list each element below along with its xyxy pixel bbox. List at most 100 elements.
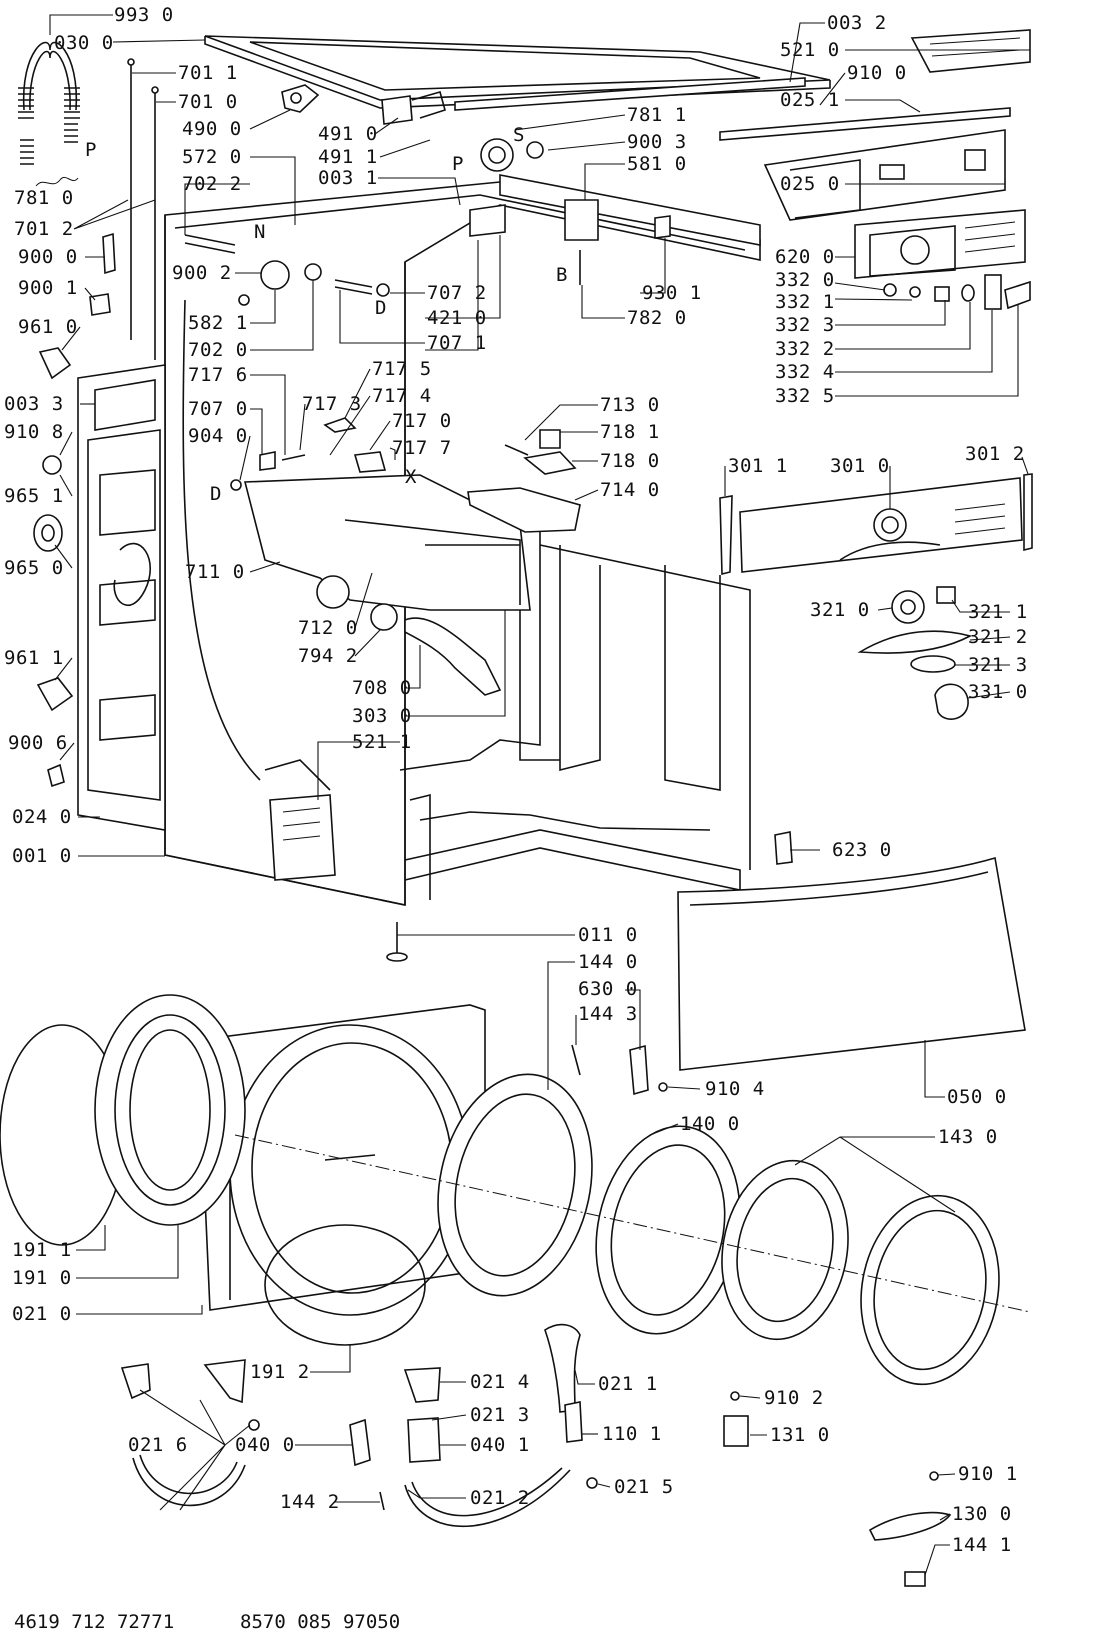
callout-491-0: 491 0 bbox=[318, 123, 378, 145]
callout-025-0: 025 0 bbox=[780, 173, 840, 195]
callout-144-0: 144 0 bbox=[578, 951, 638, 973]
callout-131-0: 131 0 bbox=[770, 1424, 830, 1446]
letter-n: N bbox=[254, 221, 266, 243]
callout-001-0: 001 0 bbox=[12, 845, 72, 867]
callout-301-0: 301 0 bbox=[830, 455, 890, 477]
callout-620-0: 620 0 bbox=[775, 246, 835, 268]
callout-332-4: 332 4 bbox=[775, 361, 835, 383]
callout-961-0: 961 0 bbox=[18, 316, 78, 338]
callout-321-0: 321 0 bbox=[810, 599, 870, 621]
callout-421-0: 421 0 bbox=[427, 307, 487, 329]
callout-021-1: 021 1 bbox=[598, 1373, 658, 1395]
callout-332-2: 332 2 bbox=[775, 338, 835, 360]
callout-011-0: 011 0 bbox=[578, 924, 638, 946]
letter-d-upper: D bbox=[375, 297, 387, 319]
callout-582-1: 582 1 bbox=[188, 312, 248, 334]
callout-717-3: 717 3 bbox=[302, 393, 362, 415]
callout-717-7: 717 7 bbox=[392, 437, 452, 459]
drawer-drawing bbox=[467, 487, 581, 533]
callout-713-0: 713 0 bbox=[600, 394, 660, 416]
callout-714-0: 714 0 bbox=[600, 479, 660, 501]
letter-b: B bbox=[556, 264, 568, 286]
door-seal-drawing bbox=[0, 994, 246, 1246]
callout-021-3: 021 3 bbox=[470, 1404, 530, 1426]
clip-drawing bbox=[654, 215, 671, 239]
electronic-module-drawing bbox=[910, 29, 1031, 73]
callout-321-1: 321 1 bbox=[968, 601, 1028, 623]
hose-drawing bbox=[184, 234, 390, 306]
seal-spring-drawing bbox=[324, 1154, 376, 1161]
callout-332-3: 332 3 bbox=[775, 314, 835, 336]
callout-781-0: 781 0 bbox=[14, 187, 74, 209]
connection-letters: P S P N D B X D bbox=[85, 124, 568, 505]
callout-965-1: 965 1 bbox=[4, 485, 64, 507]
rear-panel-drawing bbox=[77, 364, 166, 831]
callout-904-0: 904 0 bbox=[188, 425, 248, 447]
callout-708-0: 708 0 bbox=[352, 677, 412, 699]
callout-717-5: 717 5 bbox=[372, 358, 432, 380]
footer-model-number: 8570 085 97050 bbox=[240, 1611, 400, 1633]
part-drawings bbox=[0, 29, 1033, 1587]
fascia-panel-drawing bbox=[719, 473, 1033, 576]
door-frame-drawing bbox=[437, 1073, 593, 1297]
pressure-chamber-drawing bbox=[564, 199, 599, 285]
letter-p-spring: P bbox=[85, 139, 97, 161]
kickplate-drawing bbox=[677, 856, 1026, 1071]
callout-332-0: 332 0 bbox=[775, 269, 835, 291]
callout-050-0: 050 0 bbox=[947, 1086, 1007, 1108]
valve-drawing bbox=[281, 84, 320, 113]
callout-581-0: 581 0 bbox=[627, 153, 687, 175]
callout-630-0: 630 0 bbox=[578, 978, 638, 1000]
callout-labels: 993 0 030 0 701 1 701 0 490 0 572 0 702 … bbox=[4, 4, 1028, 1556]
callout-718-1: 718 1 bbox=[600, 421, 660, 443]
callout-144-3: 144 3 bbox=[578, 1003, 638, 1025]
callout-321-2: 321 2 bbox=[968, 626, 1028, 648]
callout-021-0: 021 0 bbox=[12, 1303, 72, 1325]
filter-drawing bbox=[469, 204, 506, 237]
control-board-drawing bbox=[854, 209, 1026, 279]
callout-301-1: 301 1 bbox=[728, 455, 788, 477]
footer-codes: 4619 712 72771 8570 085 97050 bbox=[14, 1611, 400, 1633]
callout-332-1: 332 1 bbox=[775, 291, 835, 313]
callout-321-3: 321 3 bbox=[968, 654, 1028, 676]
assembly-axis bbox=[234, 1134, 1031, 1313]
clamp-drawing bbox=[526, 141, 544, 159]
callout-301-2: 301 2 bbox=[965, 443, 1025, 465]
callout-707-0: 707 0 bbox=[188, 398, 248, 420]
callout-025-1: 025 1 bbox=[780, 89, 840, 111]
door-springs-drawing bbox=[18, 41, 80, 187]
callout-900-6: 900 6 bbox=[8, 732, 68, 754]
rail-drawing bbox=[719, 107, 1011, 141]
callout-702-2: 702 2 bbox=[182, 173, 242, 195]
dispenser-parts-drawing bbox=[504, 429, 577, 475]
callout-003-1: 003 1 bbox=[318, 167, 378, 189]
top-cover-drawing bbox=[204, 35, 831, 109]
callout-332-5: 332 5 bbox=[775, 385, 835, 407]
callout-717-4: 717 4 bbox=[372, 385, 432, 407]
pressure-switch-drawing bbox=[480, 138, 514, 172]
letter-x: X bbox=[405, 466, 417, 488]
callout-965-0: 965 0 bbox=[4, 557, 64, 579]
callout-040-1: 040 1 bbox=[470, 1434, 530, 1456]
callout-930-1: 930 1 bbox=[642, 282, 702, 304]
knob-parts-drawing bbox=[857, 586, 973, 720]
callout-040-0: 040 0 bbox=[235, 1434, 295, 1456]
upper-panel-drawing bbox=[763, 129, 1006, 221]
callout-961-1: 961 1 bbox=[4, 647, 64, 669]
callout-003-2: 003 2 bbox=[827, 12, 887, 34]
letter-p-hose: P bbox=[452, 153, 464, 175]
callout-331-0: 331 0 bbox=[968, 681, 1028, 703]
callout-144-2: 144 2 bbox=[280, 1491, 340, 1513]
callout-140-0: 140 0 bbox=[680, 1113, 740, 1135]
callout-030-0: 030 0 bbox=[54, 32, 114, 54]
door-glass-drawing bbox=[721, 1159, 1000, 1386]
callout-993-0: 993 0 bbox=[114, 4, 174, 26]
buttons-drawing bbox=[883, 274, 1031, 310]
callout-900-2: 900 2 bbox=[172, 262, 232, 284]
callout-191-1: 191 1 bbox=[12, 1239, 72, 1261]
callout-021-2: 021 2 bbox=[470, 1487, 530, 1509]
callout-021-6: 021 6 bbox=[128, 1434, 188, 1456]
callout-521-1: 521 1 bbox=[352, 731, 412, 753]
callout-143-0: 143 0 bbox=[938, 1126, 998, 1148]
